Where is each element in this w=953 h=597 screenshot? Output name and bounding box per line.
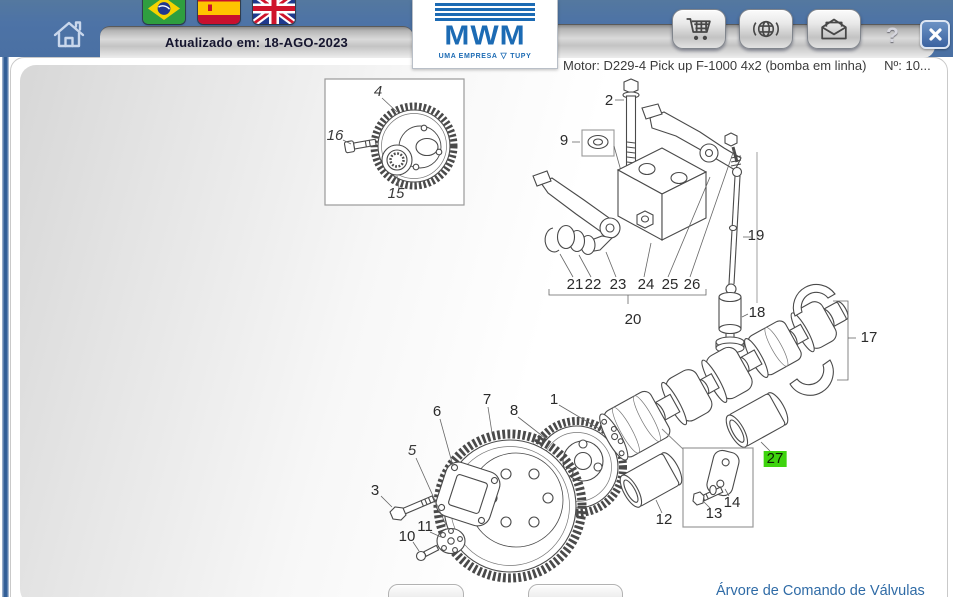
close-icon xyxy=(928,28,942,41)
part-label-24[interactable]: 24 xyxy=(637,276,655,293)
part-label-15[interactable]: 15 xyxy=(387,185,405,202)
part-label-1[interactable]: 1 xyxy=(549,391,559,408)
brazil-flag[interactable] xyxy=(143,0,185,24)
part-label-6[interactable]: 6 xyxy=(432,403,442,420)
motor-number: Nº: 10... xyxy=(884,58,931,73)
logo-stripes xyxy=(435,3,535,23)
bottom-button-2[interactable] xyxy=(528,584,623,597)
part-label-22[interactable]: 22 xyxy=(584,276,602,293)
part-label-21[interactable]: 21 xyxy=(566,276,584,293)
globe-button[interactable] xyxy=(739,9,793,49)
globe-icon xyxy=(753,20,779,38)
motor-info: Motor: D229-4 Pick up F-1000 4x2 (bomba … xyxy=(563,58,867,73)
mwm-logo: MWM UMA EMPRESA ▽ TUPY xyxy=(412,0,558,69)
part-label-17[interactable]: 17 xyxy=(860,329,878,346)
diagram-title-link[interactable]: Árvore de Comando de Válvulas xyxy=(716,583,925,597)
close-button[interactable] xyxy=(920,20,950,49)
mail-button[interactable] xyxy=(807,9,861,49)
part-label-14[interactable]: 14 xyxy=(723,494,741,511)
cart-icon xyxy=(686,18,711,40)
spain-flag[interactable] xyxy=(198,0,240,24)
updated-label: Atualizado em: 18-AGO-2023 xyxy=(165,35,348,50)
home-icon xyxy=(53,21,85,48)
help-button[interactable]: ? xyxy=(886,24,899,47)
part-label-4[interactable]: 4 xyxy=(373,83,383,100)
tupy-triangle-icon: ▽ xyxy=(500,51,508,60)
part-label-23[interactable]: 23 xyxy=(609,276,627,293)
motor-info-line: Motor: D229-4 Pick up F-1000 4x2 (bomba … xyxy=(563,58,931,73)
part-label-8[interactable]: 8 xyxy=(509,402,519,419)
part-label-26[interactable]: 26 xyxy=(683,276,701,293)
part-label-16[interactable]: 16 xyxy=(326,127,344,144)
part-label-3[interactable]: 3 xyxy=(370,482,380,499)
part-label-10[interactable]: 10 xyxy=(398,528,416,545)
part-label-13[interactable]: 13 xyxy=(705,505,723,522)
home-button[interactable] xyxy=(50,18,88,52)
part-label-18[interactable]: 18 xyxy=(748,304,766,321)
part-label-11[interactable]: 11 xyxy=(417,518,433,535)
logo-tagline: UMA EMPRESA ▽ TUPY xyxy=(438,51,532,60)
uk-flag[interactable] xyxy=(253,0,295,24)
part-label-25[interactable]: 25 xyxy=(661,276,679,293)
part-label-7[interactable]: 7 xyxy=(482,391,492,408)
cart-button[interactable] xyxy=(672,9,726,49)
mail-icon xyxy=(821,18,847,40)
part-label-9[interactable]: 9 xyxy=(559,132,569,149)
part-label-2[interactable]: 2 xyxy=(604,92,614,109)
part-label-5[interactable]: 5 xyxy=(407,442,417,459)
bottom-button-1[interactable] xyxy=(388,584,464,597)
part-label-19[interactable]: 19 xyxy=(747,227,765,244)
left-edge-strip xyxy=(2,0,9,597)
part-label-12[interactable]: 12 xyxy=(655,511,673,528)
part-label-20[interactable]: 20 xyxy=(624,311,642,328)
part-label-27[interactable]: 27 xyxy=(763,451,787,467)
updated-bar: Atualizado em: 18-AGO-2023 xyxy=(100,26,413,58)
logo-name: MWM xyxy=(444,20,526,51)
